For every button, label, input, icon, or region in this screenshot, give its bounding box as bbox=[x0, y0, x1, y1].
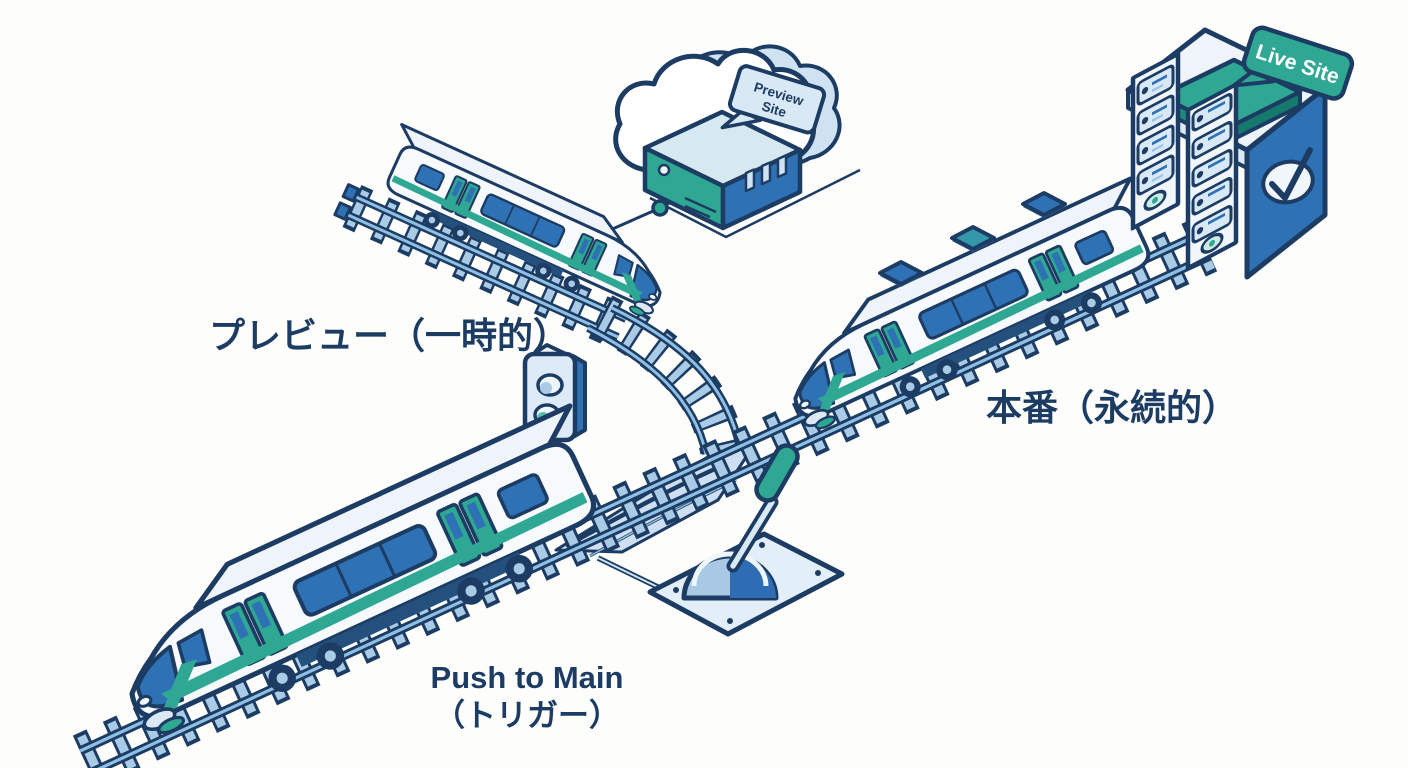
server-slots bbox=[744, 154, 788, 193]
drive-bays-right bbox=[1191, 93, 1233, 244]
tag-body bbox=[1241, 25, 1355, 101]
checkmark-icon bbox=[1269, 147, 1313, 204]
live-site-tag: Live Site bbox=[1231, 25, 1355, 101]
vent-right-dot bbox=[1209, 239, 1215, 247]
trigger-label-line2: （トリガー） bbox=[434, 698, 620, 733]
lever-handle bbox=[754, 443, 800, 503]
rack-tower-left bbox=[1130, 51, 1181, 231]
production-line-label: 本番（永続的） bbox=[986, 387, 1238, 428]
plate-screws bbox=[673, 542, 821, 624]
lever-housing-highlight bbox=[691, 551, 769, 587]
rail-end-caps bbox=[333, 183, 361, 221]
preview-site-tag: Preview Site bbox=[720, 64, 827, 135]
rack-tower-right bbox=[1185, 81, 1239, 271]
signal-lamp-top-glow bbox=[540, 382, 552, 394]
server-box-icon bbox=[642, 109, 803, 231]
drive-bays-left bbox=[1136, 64, 1175, 196]
trigger-label-line1: Push to Main bbox=[431, 660, 624, 695]
roof-hatches bbox=[878, 191, 1067, 287]
switch-lever-icon bbox=[596, 443, 845, 637]
preview-site-tag-line2: Site bbox=[760, 99, 789, 121]
server-rack-icon bbox=[1125, 27, 1328, 280]
preview-branch-track bbox=[333, 183, 632, 349]
preview-branch-label: プレビュー（一時的） bbox=[209, 315, 569, 356]
tag-body bbox=[727, 64, 827, 135]
vent-left-dot bbox=[1152, 196, 1158, 204]
lever-housing-shade bbox=[730, 556, 776, 598]
lever-arm-highlight bbox=[730, 499, 775, 569]
power-led bbox=[657, 163, 671, 177]
wire-node bbox=[651, 199, 669, 217]
vent-lines bbox=[684, 196, 717, 219]
